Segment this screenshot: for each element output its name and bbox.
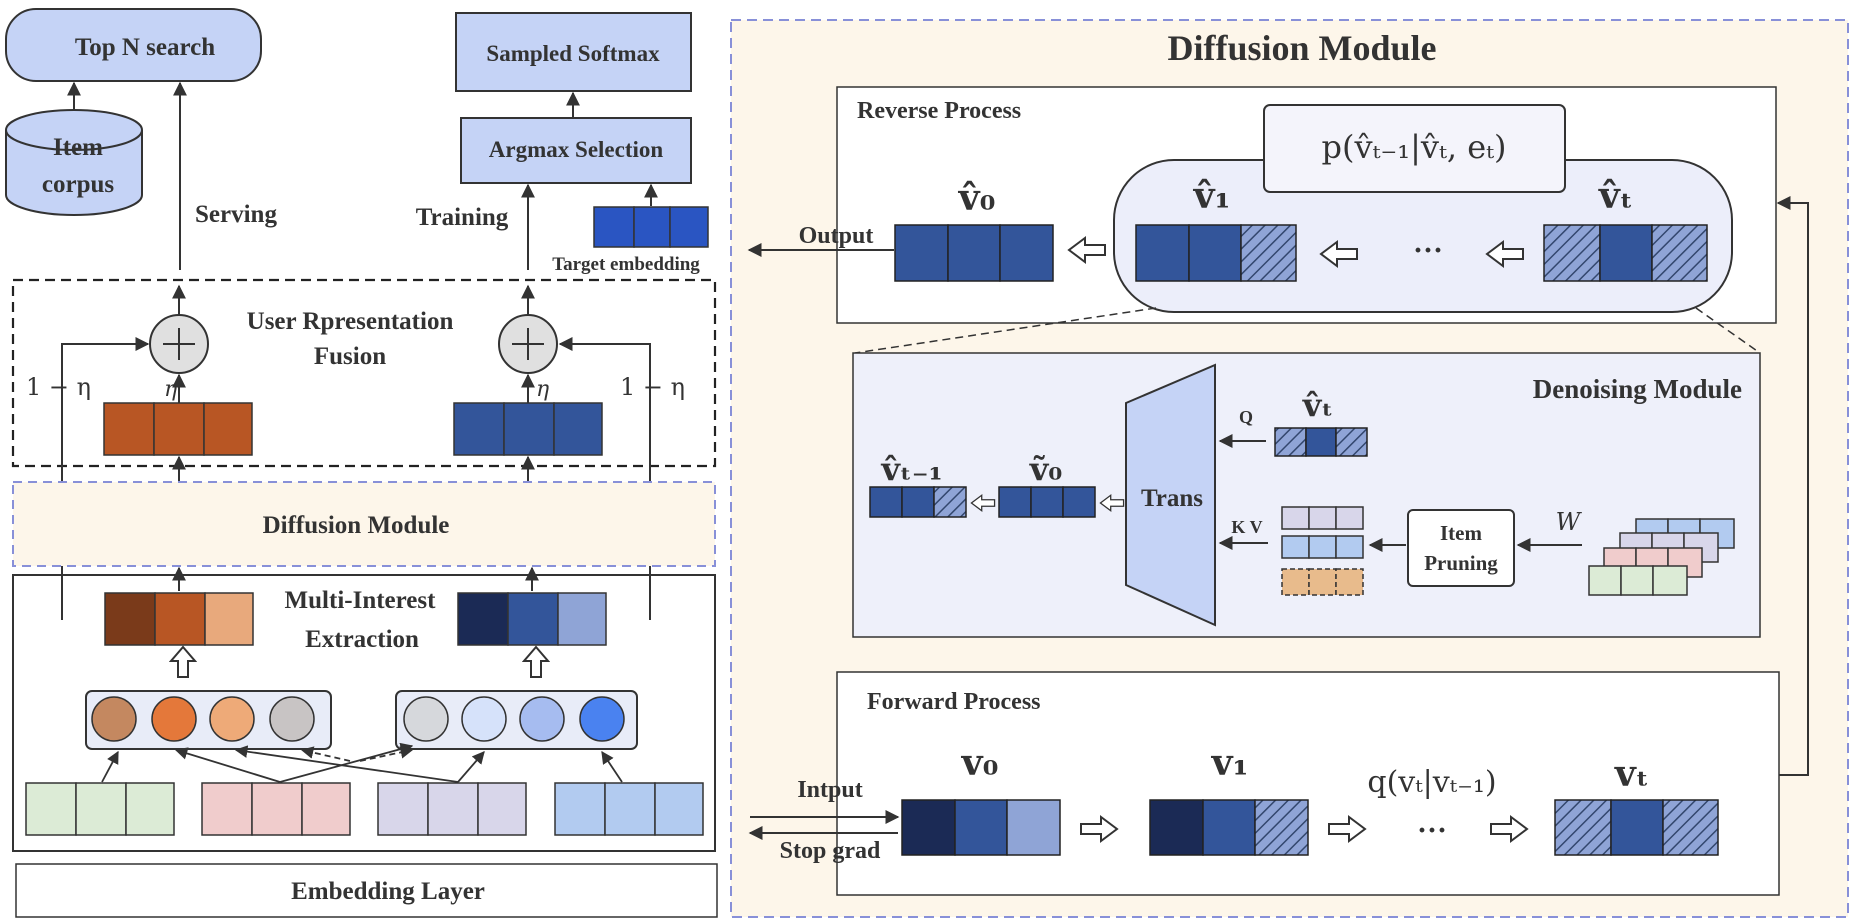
plus-node-left [149, 314, 209, 374]
blue-capsules [395, 690, 638, 750]
v0-hat-vector [894, 224, 1054, 282]
vt-label: vₜ [1614, 753, 1649, 795]
blue-fused-vector [453, 402, 603, 456]
item-corpus-label-1: Item [53, 134, 103, 161]
input-label: Intput [797, 777, 862, 803]
v1-vector [1149, 799, 1309, 856]
eta-right: η [536, 377, 549, 402]
one-minus-eta-right: 1 − η [620, 373, 685, 401]
kv-label: K V [1231, 517, 1262, 537]
denoising-module-label: Denoising Module [1533, 374, 1742, 404]
eta-left: η [164, 377, 177, 402]
fusion-title-1: User Rpresentation [247, 308, 454, 335]
top-n-search-label: Top N search [75, 34, 215, 61]
top-n-search-box: Top N search [5, 8, 262, 82]
forward-formula: q(vₜ|vₜ₋₁) [1367, 765, 1496, 800]
v1-hat-vector [1135, 224, 1297, 282]
target-embedding-vector [593, 206, 709, 248]
brown-interest-vector [104, 592, 254, 646]
embedding-vectors [25, 782, 704, 836]
blue-interest-vector [457, 592, 607, 646]
hollow-up-arrow-left [170, 646, 196, 678]
fusion-title-2: Fusion [314, 343, 386, 370]
left-diffusion-box [12, 481, 716, 567]
reverse-ellipsis: ··· [1413, 234, 1443, 267]
reverse-formula-box [1263, 104, 1566, 193]
w-label: W [1556, 508, 1583, 536]
argmax-selection-box: Argmax Selection [460, 117, 692, 184]
target-embedding-label: Target embedding [552, 254, 700, 275]
brown-fused-vector [103, 402, 253, 456]
vt-vector [1554, 799, 1719, 856]
trans-label: Trans [1141, 485, 1203, 512]
stop-grad-label: Stop grad [780, 838, 881, 864]
argmax-selection-label: Argmax Selection [489, 137, 664, 162]
v1-label: v₁ [1211, 742, 1249, 784]
forward-process-label: Forward Process [867, 689, 1041, 715]
left-diffusion-label: Diffusion Module [263, 512, 450, 539]
v0-tilde-label: ṽ₀ [1029, 450, 1063, 488]
denoise-vt-vector [1274, 427, 1368, 457]
reverse-formula: p(v̂ₜ₋₁|v̂ₜ, eₜ) [1321, 128, 1506, 166]
hollow-up-arrow-right [523, 646, 549, 678]
v0-label: v₀ [961, 742, 999, 784]
embedding-layer-label: Embedding Layer [291, 878, 485, 905]
forward-to-reverse-loop [1776, 196, 1809, 776]
serving-label: Serving [195, 201, 277, 228]
one-minus-eta-left: 1 − η [26, 373, 91, 401]
brown-capsules [85, 690, 332, 750]
item-pruning-label-1: Item [1440, 521, 1482, 545]
vt-minus-1-hat-label: v̂ₜ₋₁ [880, 450, 942, 488]
kv-stack [1281, 506, 1364, 596]
plus-node-right [498, 314, 558, 374]
item-pruning-label-2: Pruning [1424, 551, 1498, 575]
transformer-trapezoid [1125, 363, 1216, 627]
v1-hat-label: v̂₁ [1193, 175, 1231, 217]
vt-minus-1-vector [869, 486, 967, 518]
v0-hat-label: v̂₀ [958, 177, 996, 219]
vt-hat-vector [1543, 224, 1708, 282]
item-corpus-label-2: corpus [42, 171, 115, 198]
v0-tilde-vector [998, 486, 1096, 518]
item-pruning-box [1407, 509, 1515, 587]
output-label: Output [799, 223, 874, 249]
sampled-softmax-box: Sampled Softmax [455, 12, 692, 92]
diffusion-title: Diffusion Module [1167, 28, 1436, 68]
zoom-line-right [1695, 307, 1761, 354]
reverse-process-label: Reverse Process [857, 98, 1021, 124]
training-label: Training [416, 204, 509, 231]
multi-interest-label-1: Multi-Interest [285, 587, 437, 614]
sampled-softmax-label: Sampled Softmax [486, 41, 660, 66]
forward-process-box [836, 671, 1780, 896]
forward-ellipsis: ··· [1417, 814, 1447, 847]
q-label: Q [1239, 407, 1253, 427]
multi-interest-label-2: Extraction [305, 626, 419, 653]
embedding-layer-box [15, 863, 718, 918]
fusion-dashed-box [11, 278, 717, 468]
denoise-vt-hat-label: v̂ₜ [1302, 386, 1333, 424]
v0-vector [901, 799, 1061, 856]
multi-interest-box [12, 574, 716, 852]
zoom-line-left [854, 307, 1157, 354]
item-corpus-cylinder: Item corpus [5, 109, 143, 216]
vt-hat-label: v̂ₜ [1598, 175, 1633, 217]
item-embedding-stack [1588, 518, 1735, 596]
embedding-routing-arrows [101, 742, 623, 783]
